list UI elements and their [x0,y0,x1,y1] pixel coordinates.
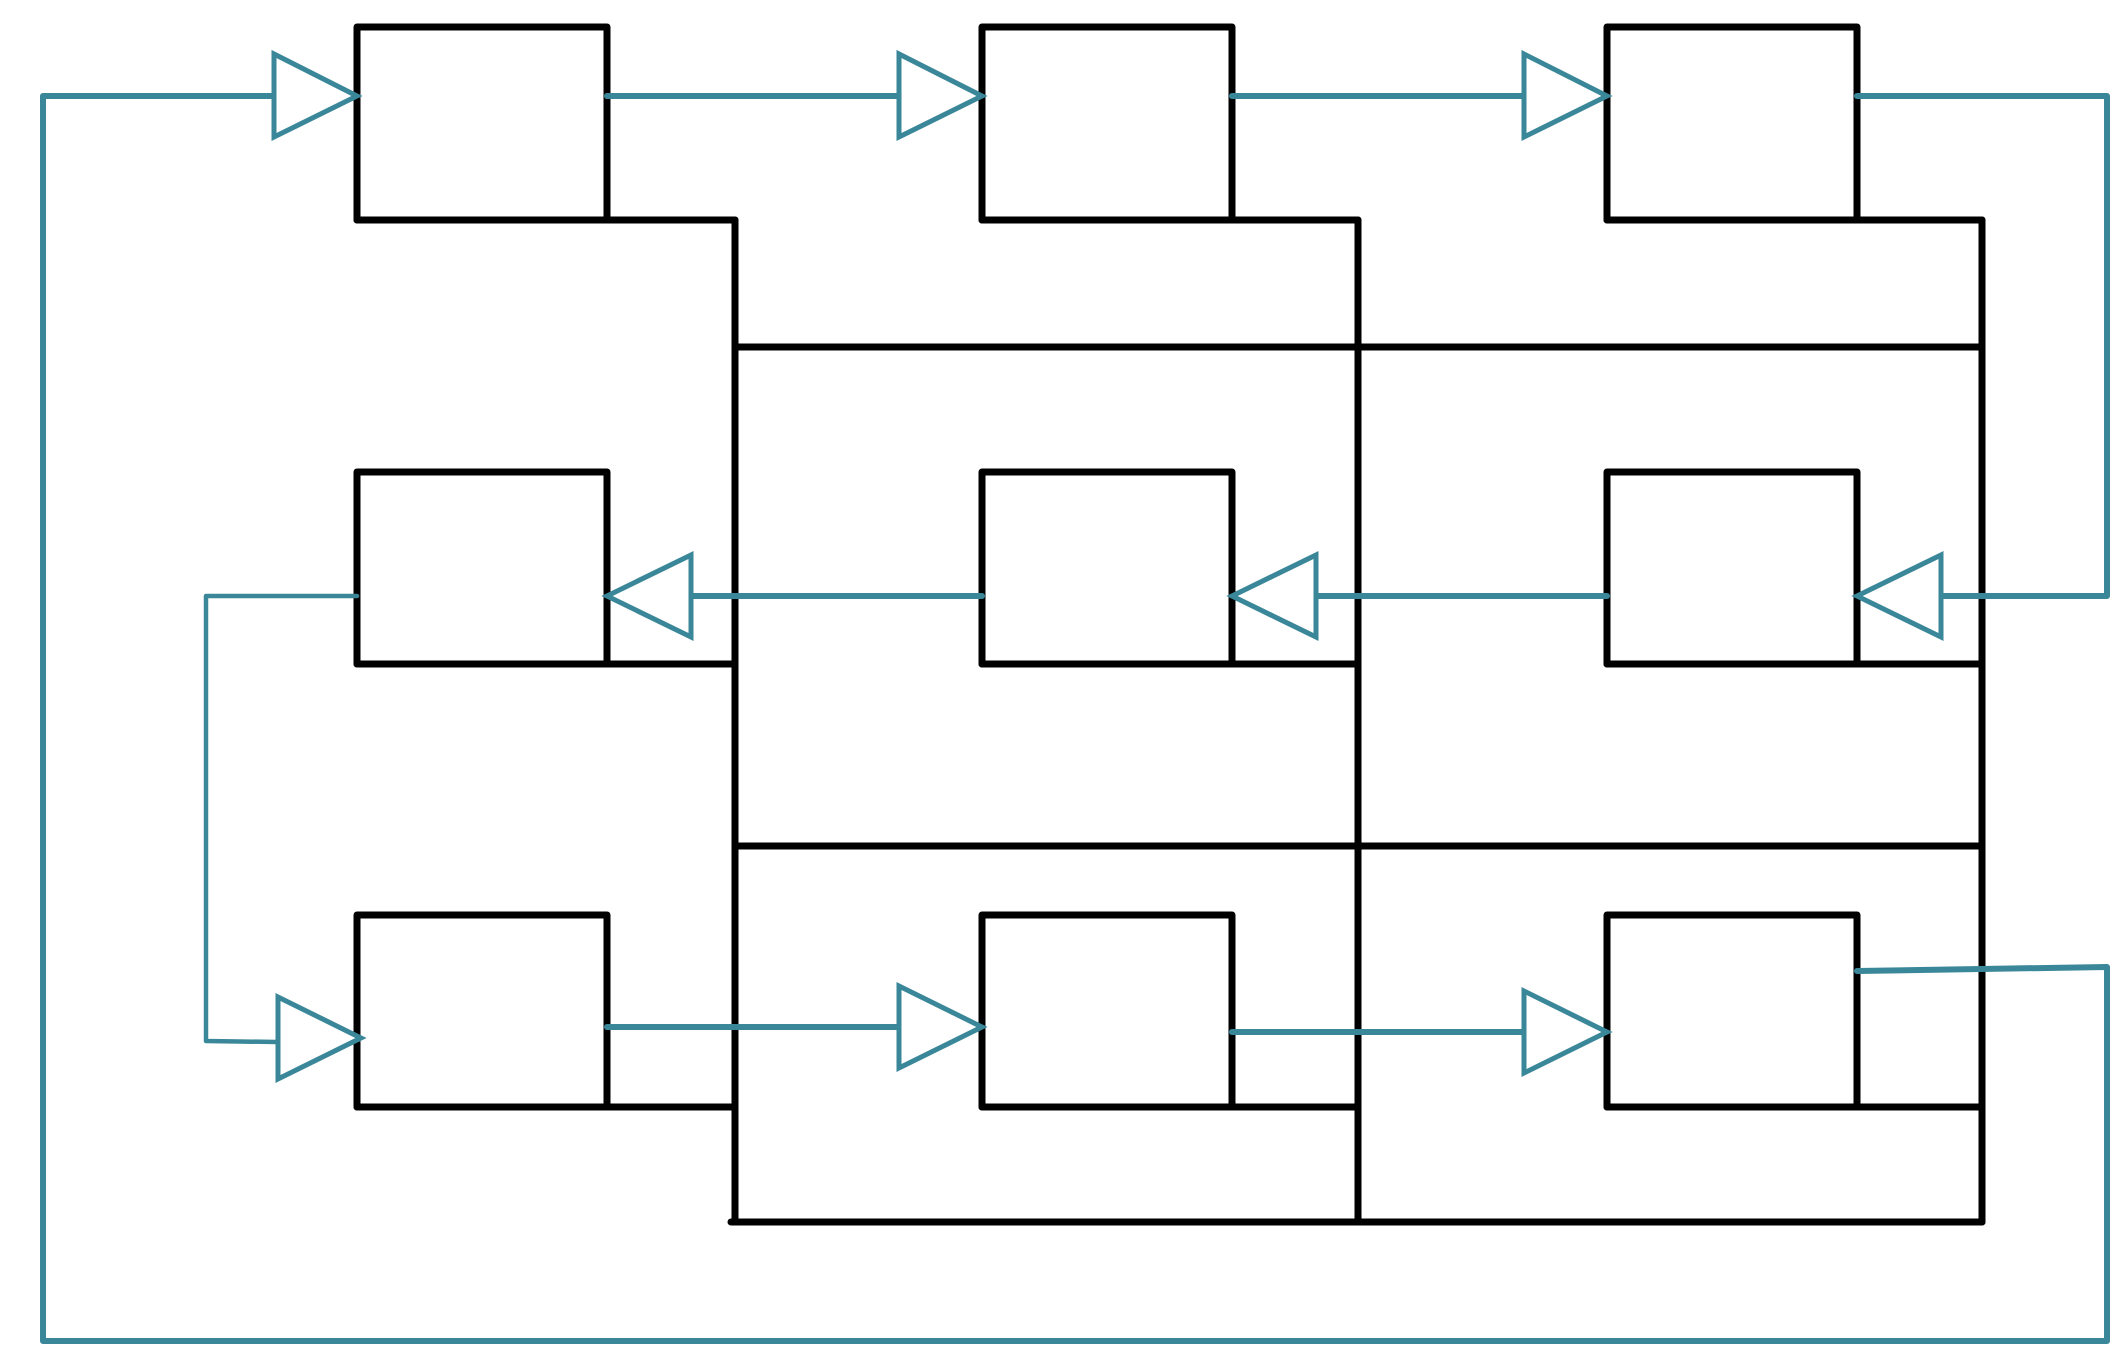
arrowhead-into-r3c2 [896,981,988,1073]
flow-line-r1c3-to-r2c3 [1854,93,2110,599]
node-box-r2c2 [978,468,1236,668]
arrowhead-into-r1c2 [896,49,988,142]
arrowhead-into-r2c2 [1226,550,1319,642]
node-box-r1c2 [978,23,1236,224]
arrowhead-into-r1c3 [1521,49,1613,142]
flow-line-r3c3-loop-back [40,93,2110,1344]
node-box-r2c3 [1603,468,1861,668]
node-box-r2c1 [353,468,611,668]
arrowhead-into-r1c1 [271,49,363,142]
node-box-r3c1 [353,911,611,1111]
flow-lines [40,93,2110,1344]
flow-line-r2c1-to-r3c1 [203,593,360,1045]
arrowhead-into-r2c1 [601,550,694,642]
node-box-r1c3 [1603,23,1861,224]
arrowhead-into-r3c1 [275,992,367,1084]
node-box-r1c1 [353,23,611,224]
node-box-r3c3 [1603,911,1861,1111]
flow-arrowheads [271,49,1944,1084]
arrowhead-into-r2c3 [1851,550,1944,642]
structural-frame [353,216,1986,1226]
node-box-r3c2 [978,911,1236,1111]
node-boxes [353,23,1861,1111]
arrowhead-into-r3c3 [1521,986,1613,1078]
